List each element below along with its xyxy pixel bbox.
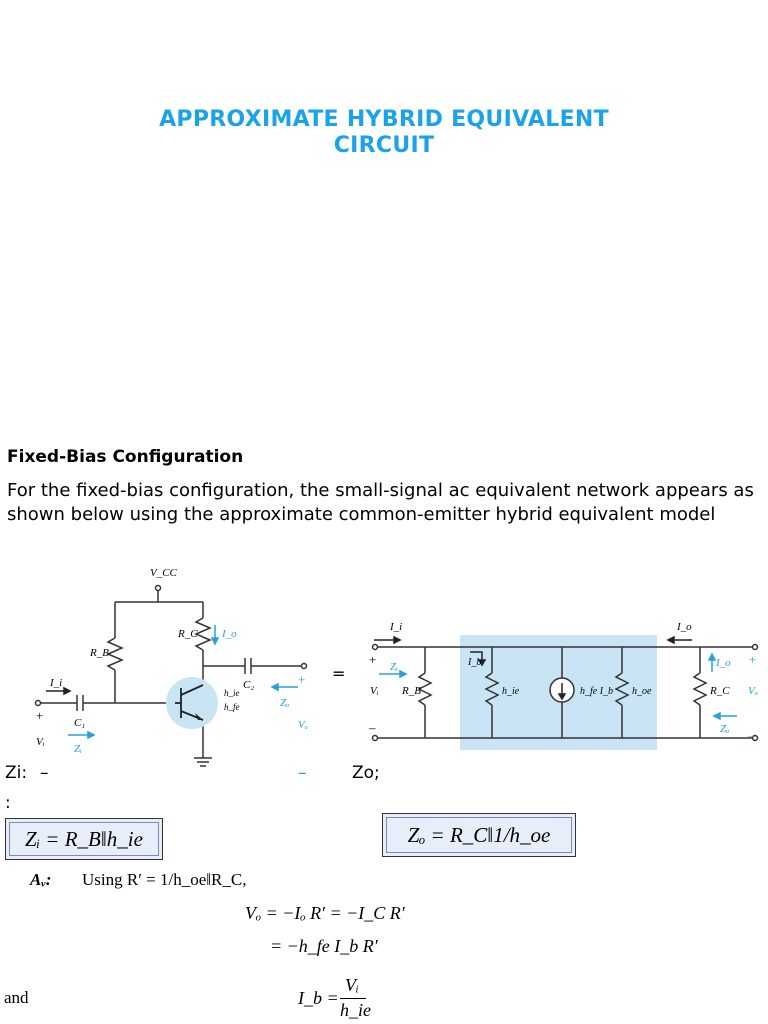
plus-out-label: + (298, 672, 305, 687)
eq-rb-label: R_B (401, 685, 421, 697)
eq-zi-label: Zᵢ (390, 661, 398, 673)
zi-label-text: Zi: (5, 763, 28, 783)
eq-minus-in: – (368, 720, 376, 735)
eq-io-label: I_o (676, 621, 692, 633)
hfe-label: h_fe (224, 702, 240, 712)
title-line-2: CIRCUIT (333, 133, 435, 158)
zo-equation: Zₒ = R_C‖1/h_oe (407, 822, 551, 847)
eq-hfe-ib-label: h_fe I_b (580, 686, 613, 697)
c1-label: C₁ (74, 717, 85, 729)
right-dash: – (298, 763, 307, 783)
eq-hoe-label: h_oe (632, 686, 652, 697)
zo-label: Zₒ (280, 697, 289, 709)
rc-label: R_C (177, 628, 198, 640)
ib-numerator: Vᵢ (345, 975, 359, 995)
eq-ib-label: I_b (467, 657, 481, 668)
eq-plus-in: + (369, 652, 376, 667)
colon: : (5, 793, 11, 813)
io-label: I_o (221, 628, 237, 640)
eq-plus-out: + (749, 652, 756, 667)
fraction-bar (340, 998, 366, 999)
vcc-label: V_CC (150, 567, 178, 579)
ii-label: I_i (49, 677, 62, 689)
zi-dash: – (40, 763, 49, 783)
ib-lhs: I_b = (298, 988, 339, 1008)
and-label: and (4, 988, 29, 1007)
vo-label: Vₒ (298, 719, 308, 731)
rb-label: R_B (89, 647, 109, 659)
c2-label: C₂ (243, 679, 254, 691)
hybrid-equivalent-circuit-diagram: I_i I_o + Zᵢ Vᵢ R_B – I_b h_ie h_fe I_b … (368, 621, 759, 750)
section-heading: Fixed-Bias Configuration (7, 447, 244, 467)
eq-vi-label: Vᵢ (370, 685, 379, 697)
eq-zo-label: Zₒ (720, 723, 729, 735)
section-paragraph: For the fixed-bias configuration, the sm… (7, 480, 754, 525)
eq-hie-label: h_ie (502, 686, 520, 697)
av-label: Aᵥ: (30, 870, 52, 889)
transistor-highlight (166, 677, 218, 729)
zi-equation: Zᵢ = R_B‖h_ie (25, 826, 143, 851)
eq-ii-label: I_i (389, 621, 402, 633)
eq-rc-label: R_C (709, 685, 730, 697)
fixed-bias-circuit-diagram: V_CC R_B R_C I_o C₂ h_ie h_fe + Zₒ Vₒ I_… (34, 567, 308, 767)
zi-equation-box: Zᵢ = R_B‖h_ie (5, 818, 163, 860)
zo-equation-box: Zₒ = R_C‖1/h_oe (382, 813, 576, 857)
eq-minus-out: – (747, 728, 755, 743)
plus-in-label: + (36, 708, 43, 723)
zo-label-text: Zo; (352, 763, 380, 783)
vi-label: Vᵢ (36, 736, 45, 748)
eq-io-arrow-label: I_o (715, 657, 731, 669)
ib-denominator: h_ie (340, 1000, 371, 1020)
hie-label: h_ie (224, 688, 240, 698)
equals-sign: = (332, 664, 346, 683)
title-line-1: APPROXIMATE HYBRID EQUIVALENT (159, 107, 609, 132)
vo-equation-line2: = −h_fe I_b R′ (270, 936, 378, 956)
page-title: APPROXIMATE HYBRID EQUIVALENT CIRCUIT (0, 107, 768, 159)
av-using: Using R′ = 1/h_oe‖R_C, (82, 870, 247, 889)
zi-label: Zᵢ (74, 743, 82, 755)
eq-vo-label: Vₒ (748, 685, 758, 697)
vo-equation-line1: Vₒ = −Iₒ R′ = −I_C R′ (245, 903, 405, 923)
